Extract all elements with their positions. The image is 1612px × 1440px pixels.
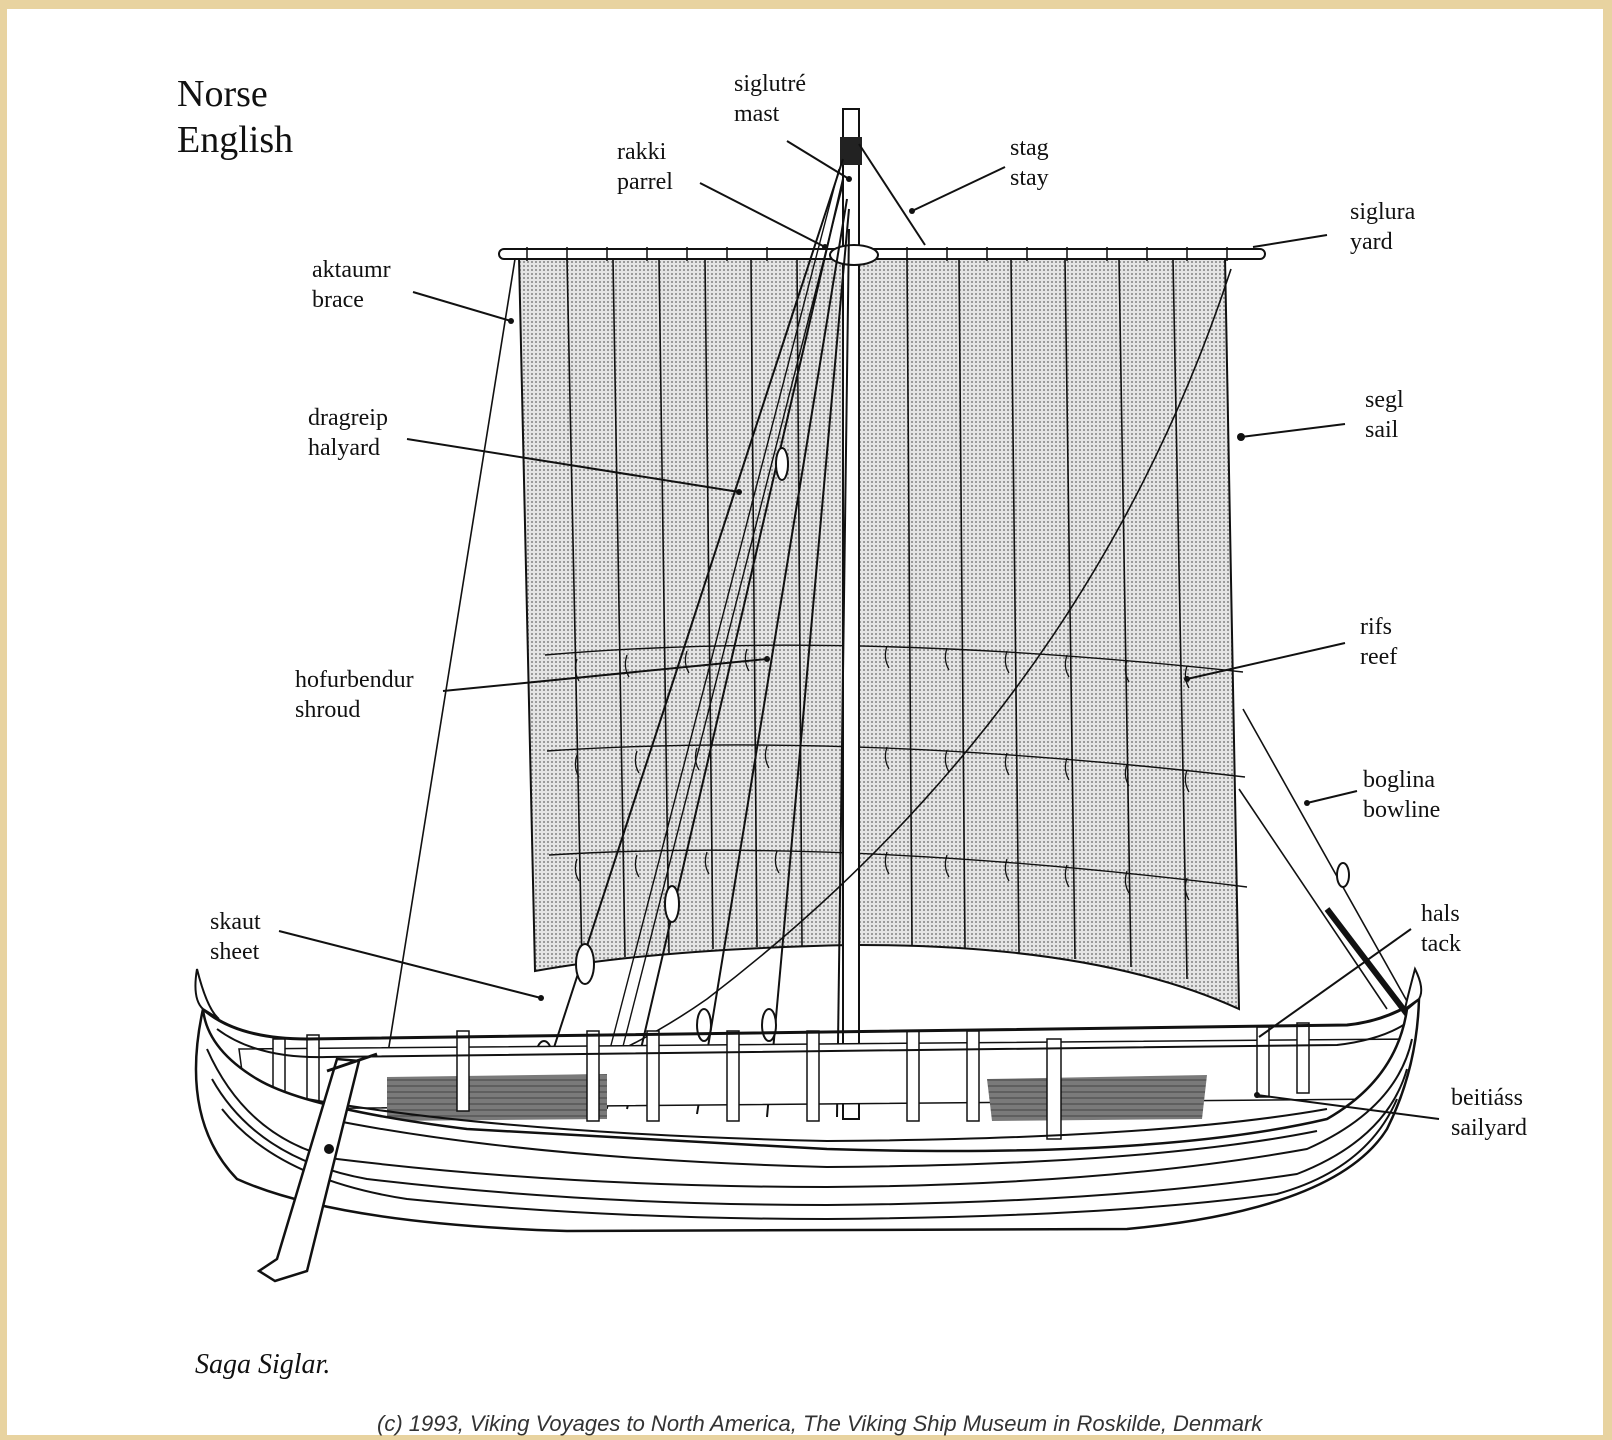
label-english: brace [312,287,364,313]
label-parrel: rakki parrel [617,137,673,197]
label-halyard: dragreip halyard [308,403,388,463]
label-english: yard [1350,229,1393,255]
label-norse: segl [1365,387,1404,413]
label-bowline: boglina bowline [1363,765,1440,825]
diagram-frame: Norse English siglutré mast rakki parrel… [7,9,1603,1436]
label-sheet: skaut sheet [210,907,261,967]
label-norse: beitiáss [1451,1085,1523,1111]
leader-dots [508,176,1310,1098]
leader-lines [278,140,1440,1120]
label-shroud: hofurbendur shroud [295,665,414,725]
label-english: halyard [308,435,380,461]
label-brace: aktaumr brace [312,255,391,315]
label-english: sail [1365,417,1399,443]
ship-caption: Saga Siglar. [195,1349,331,1380]
label-english: stay [1010,165,1049,191]
label-norse: aktaumr [312,257,391,283]
rigging [386,143,1418,1118]
yard-spar [498,247,1266,261]
label-norse: hofurbendur [295,667,414,693]
label-english: bowline [1363,797,1441,823]
label-reef: rifs reef [1360,612,1397,672]
label-sail: segl sail [1365,385,1404,445]
label-tack: hals tack [1421,899,1461,959]
label-norse: dragreip [308,405,388,431]
label-norse: rifs [1360,614,1392,640]
sail-shape [517,256,1248,1011]
legend-english: English [177,119,294,161]
label-english: sheet [210,939,260,965]
label-norse: skaut [210,909,261,935]
label-english: reef [1360,644,1398,670]
label-english: parrel [617,169,673,195]
hull [194,966,1423,1233]
copyright-credit: (c) 1993, Viking Voyages to North Americ… [377,1411,1263,1436]
language-legend: Norse English [177,71,293,163]
label-norse: siglutré [734,71,806,97]
label-english: sailyard [1451,1115,1527,1141]
label-norse: rakki [617,139,667,165]
label-stay: stag stay [1010,133,1049,193]
label-norse: stag [1010,135,1049,161]
steering-oar [256,1052,378,1283]
label-yard: siglura yard [1350,197,1415,257]
label-norse: siglura [1350,199,1416,225]
legend-norse: Norse [177,73,268,115]
label-english: tack [1421,931,1461,957]
label-mast: siglutré mast [734,69,806,129]
label-english: mast [734,101,780,127]
label-norse: hals [1421,901,1460,927]
label-norse: boglina [1363,767,1435,793]
viking-ship-illustration [194,108,1440,1283]
label-sailyard: beitiáss sailyard [1451,1083,1527,1143]
label-english: shroud [295,697,361,723]
